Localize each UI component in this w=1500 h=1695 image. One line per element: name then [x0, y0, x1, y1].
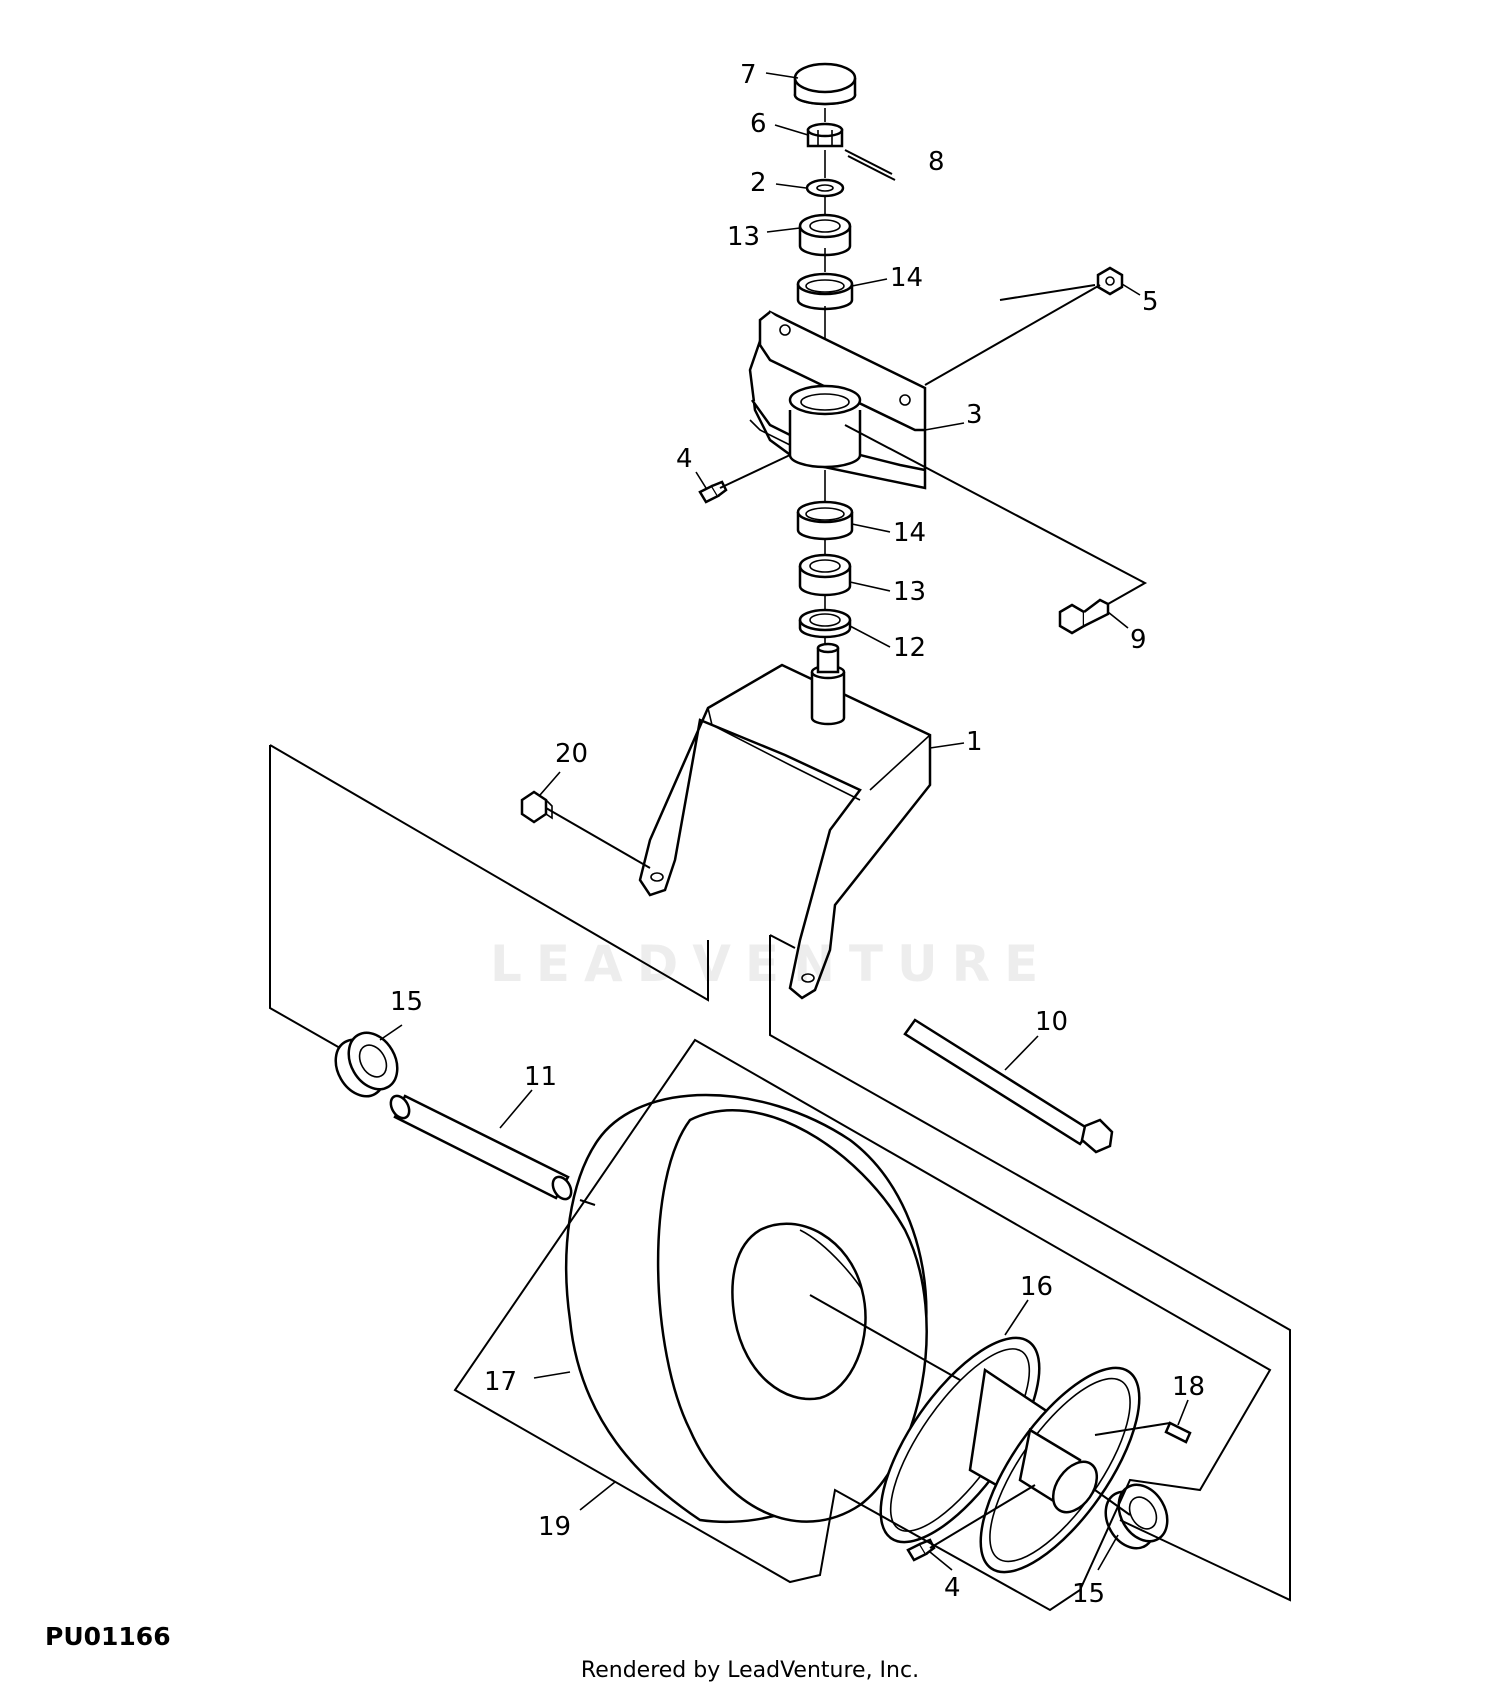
- callout-8: 8: [928, 147, 945, 177]
- callout-4-upper: 4: [676, 444, 693, 474]
- callout-5: 5: [1142, 287, 1159, 317]
- callout-14-upper: 14: [890, 263, 923, 293]
- callout-15-right: 15: [1072, 1579, 1105, 1609]
- callout-14-lower: 14: [893, 518, 926, 548]
- part-18-valve-stem[interactable]: [1164, 1421, 1192, 1444]
- callout-leader-lines: [379, 72, 1189, 1571]
- part-14-bearing-cup-lower[interactable]: [796, 500, 854, 541]
- part-10-axle-bolt[interactable]: [903, 1018, 1114, 1154]
- diagram-id-label: PU01166: [45, 1622, 171, 1651]
- part-15-wheel-bearing-right[interactable]: [1096, 1476, 1177, 1557]
- part-17-tire[interactable]: [565, 1093, 928, 1524]
- watermark: LEADVENTURE: [490, 935, 1053, 993]
- part-20-lock-nut[interactable]: [520, 790, 553, 824]
- callout-18: 18: [1172, 1372, 1205, 1402]
- callout-7: 7: [740, 60, 757, 90]
- part-3-caster-bracket[interactable]: [748, 310, 927, 490]
- part-15-wheel-bearing-left[interactable]: [326, 1024, 407, 1105]
- part-2-washer[interactable]: [805, 178, 845, 198]
- part-16-wheel-rim[interactable]: [852, 1314, 1168, 1596]
- callout-9: 9: [1130, 625, 1147, 655]
- assembly-guide-lines: [269, 284, 1291, 1602]
- callout-4-lower: 4: [944, 1573, 961, 1603]
- tire-rim-group-outline: [453, 1038, 1272, 1612]
- part-13-bearing-lower[interactable]: [798, 553, 852, 597]
- callout-11: 11: [524, 1062, 557, 1092]
- part-1-caster-fork[interactable]: [638, 642, 932, 1000]
- part-5-hex-nut[interactable]: [1096, 266, 1124, 296]
- credit-footer: Rendered by LeadVenture, Inc.: [580, 1658, 920, 1683]
- callout-15-left: 15: [390, 987, 423, 1017]
- part-14-bearing-cup-upper[interactable]: [796, 272, 854, 311]
- callout-10: 10: [1035, 1007, 1068, 1037]
- part-7-dust-cap[interactable]: [793, 62, 857, 106]
- callout-2: 2: [750, 168, 767, 198]
- callout-20: 20: [555, 739, 588, 769]
- callout-3: 3: [966, 400, 983, 430]
- callout-13-lower: 13: [893, 577, 926, 607]
- callout-17: 17: [484, 1367, 517, 1397]
- callout-13-upper: 13: [727, 222, 760, 252]
- part-9-bolt[interactable]: [1058, 598, 1110, 635]
- part-11-spacer-tube[interactable]: [387, 1093, 575, 1203]
- callout-16: 16: [1020, 1272, 1053, 1302]
- part-6-castle-nut[interactable]: [806, 122, 844, 148]
- callout-6: 6: [750, 109, 767, 139]
- part-12-seal[interactable]: [798, 608, 852, 639]
- part-8-cotter-pin[interactable]: [844, 149, 896, 181]
- callout-19: 19: [538, 1512, 571, 1542]
- callout-1: 1: [966, 727, 983, 757]
- callout-12: 12: [893, 633, 926, 663]
